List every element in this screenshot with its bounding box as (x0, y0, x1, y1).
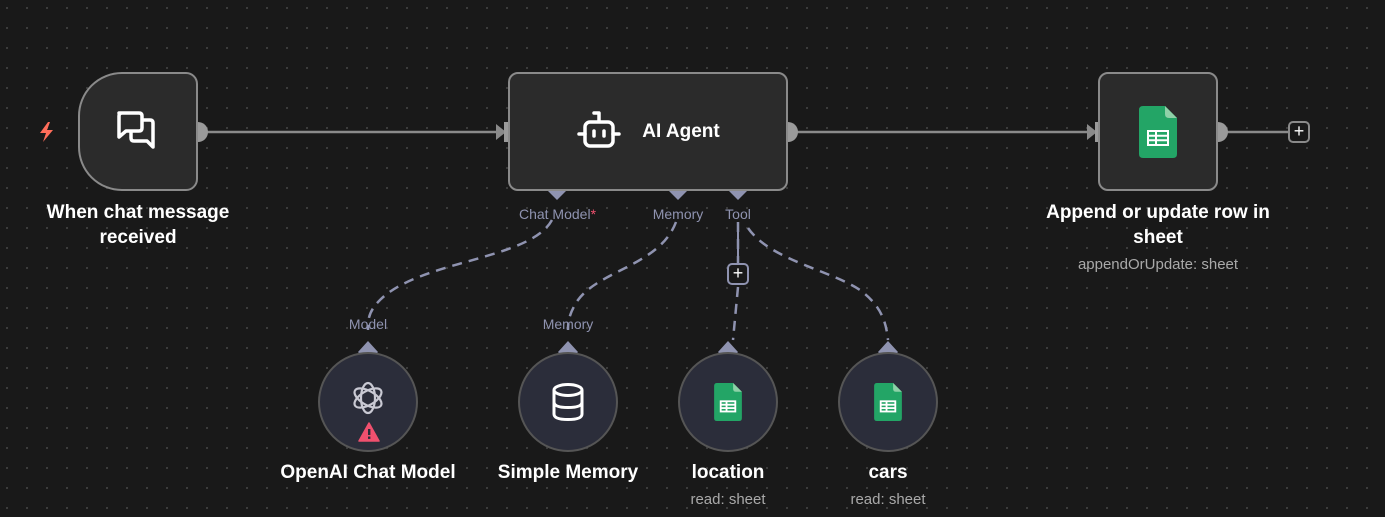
node-openai-chat-model[interactable] (318, 352, 418, 452)
node-title-memory: Simple Memory (497, 462, 639, 483)
openai-icon (353, 381, 383, 415)
node-cars[interactable] (838, 352, 938, 452)
port-label-chat-model: Chat Model* (500, 206, 615, 222)
robot-icon (577, 110, 622, 148)
edge-chatmodel-to-openai[interactable] (366, 219, 554, 331)
chat-bubbles-icon (117, 110, 155, 149)
node-title-cars: cars (868, 462, 908, 483)
edge-arrow-agent (496, 124, 506, 140)
node-title-agent: AI Agent (642, 120, 720, 142)
google-sheets-icon (874, 383, 902, 421)
database-icon (552, 383, 584, 422)
port-label-memory: Memory (652, 206, 704, 222)
node-ai-agent[interactable]: AI Agent (508, 72, 788, 191)
node-simple-memory[interactable] (518, 352, 618, 452)
required-asterisk: * (590, 206, 597, 222)
port-label-chat-model-text: Chat Model (518, 206, 591, 222)
node-when-chat-message-received[interactable] (78, 72, 198, 191)
warning-icon[interactable] (358, 422, 380, 442)
port-label-memory-in: Memory (542, 316, 594, 332)
add-tool-button[interactable]: + (727, 263, 749, 285)
node-location[interactable] (678, 352, 778, 452)
node-title-openai: OpenAI Chat Model (280, 462, 456, 483)
edge-tool-to-cars[interactable] (746, 227, 890, 341)
google-sheets-icon (714, 383, 742, 421)
node-subtitle-cars: read: sheet (850, 491, 926, 508)
edge-memory-to-simplememory[interactable] (566, 221, 678, 331)
node-subtitle-location: read: sheet (690, 491, 766, 508)
node-append-or-update-row[interactable] (1098, 72, 1218, 191)
trigger-bolt-icon (40, 122, 53, 142)
google-sheets-icon (1139, 105, 1177, 158)
add-node-after-sheet-button[interactable]: + (1288, 121, 1310, 143)
node-title-location: location (691, 462, 765, 483)
node-title-sheet-output: Append or update row in sheet (1046, 202, 1270, 248)
port-label-model: Model (348, 316, 388, 332)
port-label-tool: Tool (725, 206, 751, 222)
edge-arrow-sheet (1087, 124, 1097, 140)
node-subtitle-sheet-output: appendOrUpdate: sheet (1077, 256, 1239, 273)
node-title-trigger: When chat message received (46, 202, 230, 248)
